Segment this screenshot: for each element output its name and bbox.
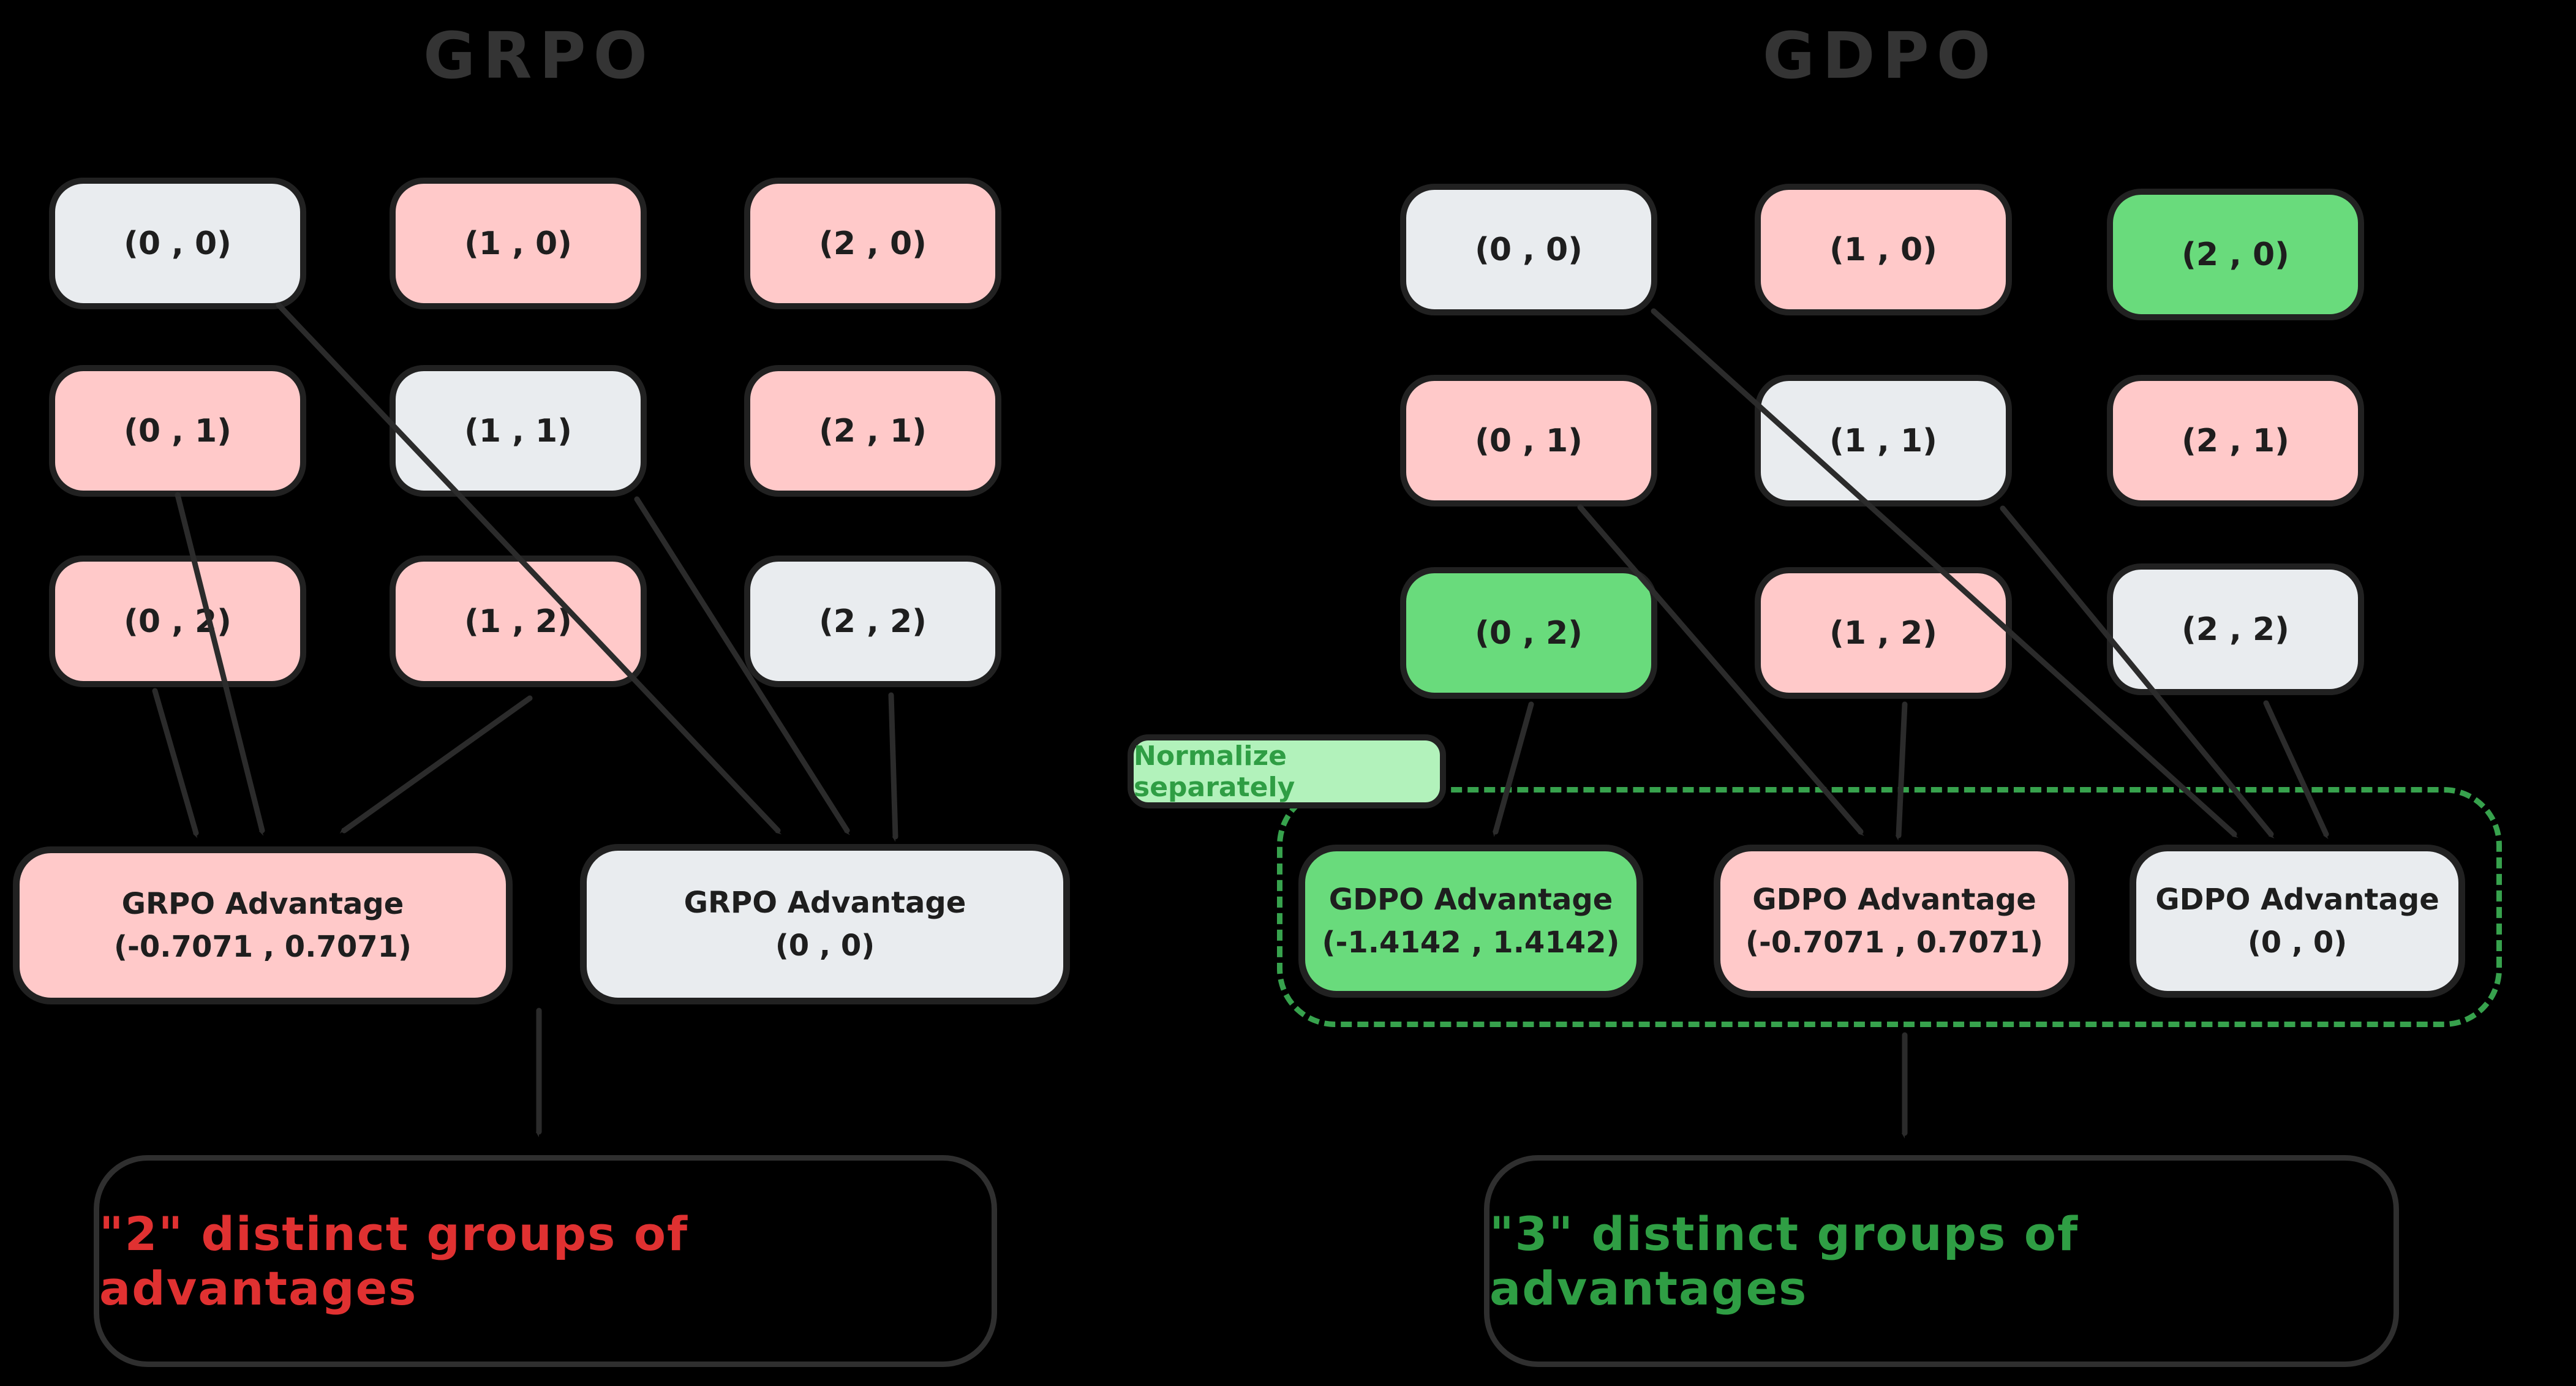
gdpo-advantage-light-line1: GDPO Advantage bbox=[2155, 883, 2439, 917]
gdpo-cell-2-1: (2 , 1) bbox=[2107, 375, 2364, 507]
grpo-cell-2-0: (2 , 0) bbox=[744, 178, 1001, 309]
gdpo-cell-1-1-label: (1 , 1) bbox=[1829, 422, 1937, 459]
grpo-cell-2-0-label: (2 , 0) bbox=[819, 225, 927, 262]
grpo-summary-box: "2" distinct groups of advantages bbox=[94, 1155, 997, 1367]
gdpo-advantage-green-line1: GDPO Advantage bbox=[1328, 883, 1613, 917]
gdpo-cell-0-2: (0 , 2) bbox=[1400, 567, 1657, 699]
gdpo-summary-box: "3" distinct groups of advantages bbox=[1484, 1155, 2399, 1367]
normalize-separately-text: Normalize separately bbox=[1134, 740, 1295, 803]
grpo-cell-0-0: (0 , 0) bbox=[49, 178, 306, 309]
grpo-advantage-pink-line2: (-0.7071 , 0.7071) bbox=[114, 930, 412, 964]
grpo-cell-0-1: (0 , 1) bbox=[49, 365, 306, 497]
gdpo-advantage-light-line2: (0 , 0) bbox=[2247, 925, 2348, 960]
gdpo-summary-text: "3" distinct groups of advantages bbox=[1489, 1207, 2079, 1316]
grpo-cell-1-0: (1 , 0) bbox=[390, 178, 647, 309]
gdpo-title: GDPO bbox=[1762, 18, 1998, 93]
gdpo-cell-0-1: (0 , 1) bbox=[1400, 375, 1657, 507]
gdpo-cell-2-0: (2 , 0) bbox=[2107, 189, 2364, 320]
gdpo-advantage-box-light: GDPO Advantage (0 , 0) bbox=[2130, 845, 2465, 998]
gdpo-advantage-box-pink: GDPO Advantage (-0.7071 , 0.7071) bbox=[1714, 845, 2075, 998]
gdpo-cell-1-1: (1 , 1) bbox=[1755, 375, 2012, 507]
grpo-cell-1-1-label: (1 , 1) bbox=[464, 412, 572, 450]
grpo-title: GRPO bbox=[423, 18, 655, 93]
grpo-cell-2-2-label: (2 , 2) bbox=[819, 603, 927, 640]
grpo-summary-text: "2" distinct groups of advantages bbox=[99, 1207, 689, 1316]
gdpo-cell-1-2: (1 , 2) bbox=[1755, 567, 2012, 699]
grpo-cell-1-2: (1 , 2) bbox=[390, 556, 647, 687]
gdpo-cell-2-2: (2 , 2) bbox=[2107, 563, 2364, 695]
gdpo-advantage-box-green: GDPO Advantage (-1.4142 , 1.4142) bbox=[1298, 845, 1643, 998]
gdpo-advantage-pink-line1: GDPO Advantage bbox=[1752, 883, 2036, 917]
gdpo-cell-2-1-label: (2 , 1) bbox=[2182, 422, 2289, 459]
grpo-cell-2-1: (2 , 1) bbox=[744, 365, 1001, 497]
grpo-cell-1-2-label: (1 , 2) bbox=[464, 603, 572, 640]
gdpo-cell-0-0: (0 , 0) bbox=[1400, 184, 1657, 315]
gdpo-cell-2-2-label: (2 , 2) bbox=[2182, 611, 2289, 648]
grpo-cell-0-2-label: (0 , 2) bbox=[124, 603, 232, 640]
normalize-separately-label: Normalize separately bbox=[1128, 734, 1446, 808]
gdpo-cell-0-0-label: (0 , 0) bbox=[1475, 231, 1583, 268]
grpo-cell-2-1-label: (2 , 1) bbox=[819, 412, 927, 450]
grpo-cell-1-0-label: (1 , 0) bbox=[464, 225, 572, 262]
grpo-advantage-pink-line1: GRPO Advantage bbox=[121, 887, 404, 921]
gdpo-advantage-pink-line2: (-0.7071 , 0.7071) bbox=[1746, 925, 2043, 960]
arrow-grpo-12-to-pink-advantage bbox=[344, 695, 533, 830]
grpo-advantage-light-line2: (0 , 0) bbox=[775, 928, 875, 963]
grpo-cell-2-2: (2 , 2) bbox=[744, 556, 1001, 687]
gdpo-cell-0-1-label: (0 , 1) bbox=[1475, 422, 1583, 459]
gdpo-advantage-green-line2: (-1.4142 , 1.4142) bbox=[1322, 925, 1620, 960]
grpo-cell-0-2: (0 , 2) bbox=[49, 556, 306, 687]
grpo-advantage-box-light: GRPO Advantage (0 , 0) bbox=[580, 844, 1070, 1004]
gdpo-cell-1-2-label: (1 , 2) bbox=[1829, 614, 1937, 652]
arrow-grpo-02-to-pink-advantage bbox=[152, 688, 196, 833]
grpo-cell-1-1: (1 , 1) bbox=[390, 365, 647, 497]
gdpo-cell-2-0-label: (2 , 0) bbox=[2182, 236, 2289, 273]
grpo-cell-0-0-label: (0 , 0) bbox=[124, 225, 232, 262]
gdpo-cell-1-0: (1 , 0) bbox=[1755, 184, 2012, 315]
grpo-cell-0-1-label: (0 , 1) bbox=[124, 412, 232, 450]
arrow-grpo-22-to-light-advantage bbox=[891, 692, 898, 837]
gdpo-cell-1-0-label: (1 , 0) bbox=[1829, 231, 1937, 268]
grpo-advantage-box-pink: GRPO Advantage (-0.7071 , 0.7071) bbox=[13, 846, 513, 1004]
gdpo-cell-0-2-label: (0 , 2) bbox=[1475, 614, 1583, 652]
grpo-advantage-light-line1: GRPO Advantage bbox=[684, 886, 966, 920]
